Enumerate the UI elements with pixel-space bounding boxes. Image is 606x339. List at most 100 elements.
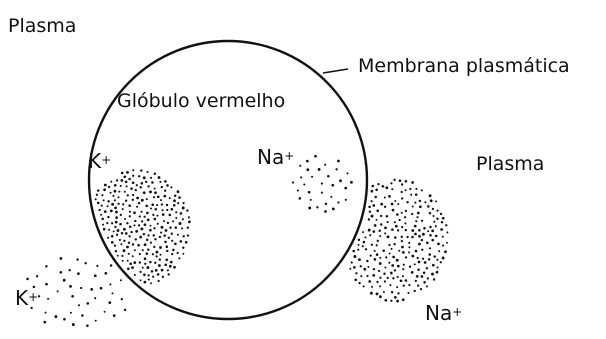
- ion-dot: [104, 311, 106, 313]
- ion-dot: [153, 196, 155, 198]
- ion-dot: [158, 176, 161, 179]
- ion-dot: [390, 272, 393, 275]
- ion-dot: [442, 236, 444, 238]
- ion-dot: [86, 324, 89, 327]
- ion-dot: [181, 227, 183, 229]
- ion-dot: [441, 221, 443, 223]
- ion-dot: [115, 250, 117, 252]
- ion-dot: [330, 196, 332, 198]
- ion-dot: [347, 172, 349, 174]
- ion-dot: [128, 242, 130, 244]
- ion-dot: [102, 224, 104, 226]
- ion-dot: [392, 256, 395, 259]
- ion-dot: [387, 221, 389, 223]
- ion-dot: [310, 199, 312, 201]
- ion-dot: [368, 218, 370, 220]
- ion-dot: [419, 205, 422, 208]
- ion-dot: [432, 208, 434, 210]
- ion-dot: [377, 183, 379, 185]
- ion-dot: [143, 191, 146, 194]
- ion-dot: [107, 237, 109, 239]
- ion-dot: [122, 203, 124, 205]
- ion-dot: [157, 280, 159, 282]
- ion-dot: [114, 245, 116, 247]
- ion-dot: [144, 281, 147, 284]
- membrane-leader-line: [323, 69, 348, 73]
- ion-dot: [335, 168, 337, 170]
- ion-dot: [121, 172, 124, 175]
- ion-dot: [111, 241, 114, 244]
- ion-dot: [331, 184, 334, 187]
- na-inside-label: Na+: [257, 147, 294, 167]
- ion-dot: [397, 276, 399, 278]
- ion-dot: [379, 257, 381, 259]
- ion-dot: [103, 199, 105, 201]
- ion-dot: [146, 171, 148, 173]
- ion-dot: [428, 258, 430, 260]
- ion-dot: [416, 216, 418, 218]
- ion-dot: [423, 281, 426, 284]
- ion-dot: [418, 261, 421, 264]
- ion-dot: [150, 225, 152, 227]
- ion-dot: [139, 215, 141, 217]
- ion-dot: [149, 190, 152, 193]
- ion-dot: [162, 213, 165, 216]
- ion-dot: [444, 250, 447, 253]
- ion-dot: [95, 198, 97, 200]
- ion-dot: [353, 255, 356, 258]
- ion-dot: [166, 245, 169, 248]
- ion-dot: [438, 250, 440, 252]
- ion-dot: [164, 180, 167, 183]
- ion-dot: [368, 206, 371, 209]
- ion-dot: [436, 259, 438, 261]
- ion-dot: [45, 312, 47, 314]
- ion-dot: [132, 243, 134, 245]
- ion-dot: [154, 188, 156, 190]
- ion-dot: [163, 220, 165, 222]
- ion-dot: [411, 181, 414, 184]
- ion-dot: [120, 185, 122, 187]
- ion-dot: [392, 209, 395, 212]
- ion-dot: [164, 190, 166, 192]
- ion-dot: [360, 265, 362, 267]
- ion-dot: [167, 269, 169, 271]
- ion-dot: [391, 264, 394, 267]
- ion-dot: [139, 271, 141, 273]
- ion-dot: [376, 219, 378, 221]
- ion-dot: [70, 312, 72, 314]
- ion-dot: [136, 206, 138, 208]
- ion-dot: [123, 175, 126, 178]
- ion-dot: [358, 244, 360, 246]
- ion-dot: [119, 223, 122, 226]
- ion-dot: [402, 251, 405, 254]
- ion-dot: [107, 216, 109, 218]
- ion-dot: [166, 250, 168, 252]
- ion-dot: [108, 301, 111, 304]
- ion-dot: [383, 291, 385, 293]
- ion-dot: [150, 177, 152, 179]
- ion-dot: [182, 253, 184, 255]
- ion-dot: [165, 259, 168, 262]
- ion-dot: [124, 191, 126, 193]
- ion-dot: [321, 182, 323, 184]
- ion-dot: [415, 250, 418, 253]
- ion-dot: [379, 277, 381, 279]
- ion-dot: [408, 246, 410, 248]
- ion-dot: [146, 252, 149, 255]
- ion-dot: [116, 179, 118, 181]
- ion-dot: [311, 176, 313, 178]
- ion-dot: [36, 275, 38, 277]
- ion-dot: [96, 194, 98, 196]
- ion-dot: [142, 249, 144, 251]
- ion-dot: [350, 181, 353, 184]
- ion-dot: [96, 265, 98, 267]
- ion-dot: [423, 227, 426, 230]
- ion-dot: [354, 279, 357, 282]
- ion-dot: [139, 261, 141, 263]
- ion-dot: [147, 248, 149, 250]
- ion-dot: [344, 187, 347, 190]
- ion-dot: [152, 276, 154, 278]
- ion-dot: [332, 207, 335, 210]
- ion-dot: [132, 255, 134, 257]
- ion-dot: [138, 175, 140, 177]
